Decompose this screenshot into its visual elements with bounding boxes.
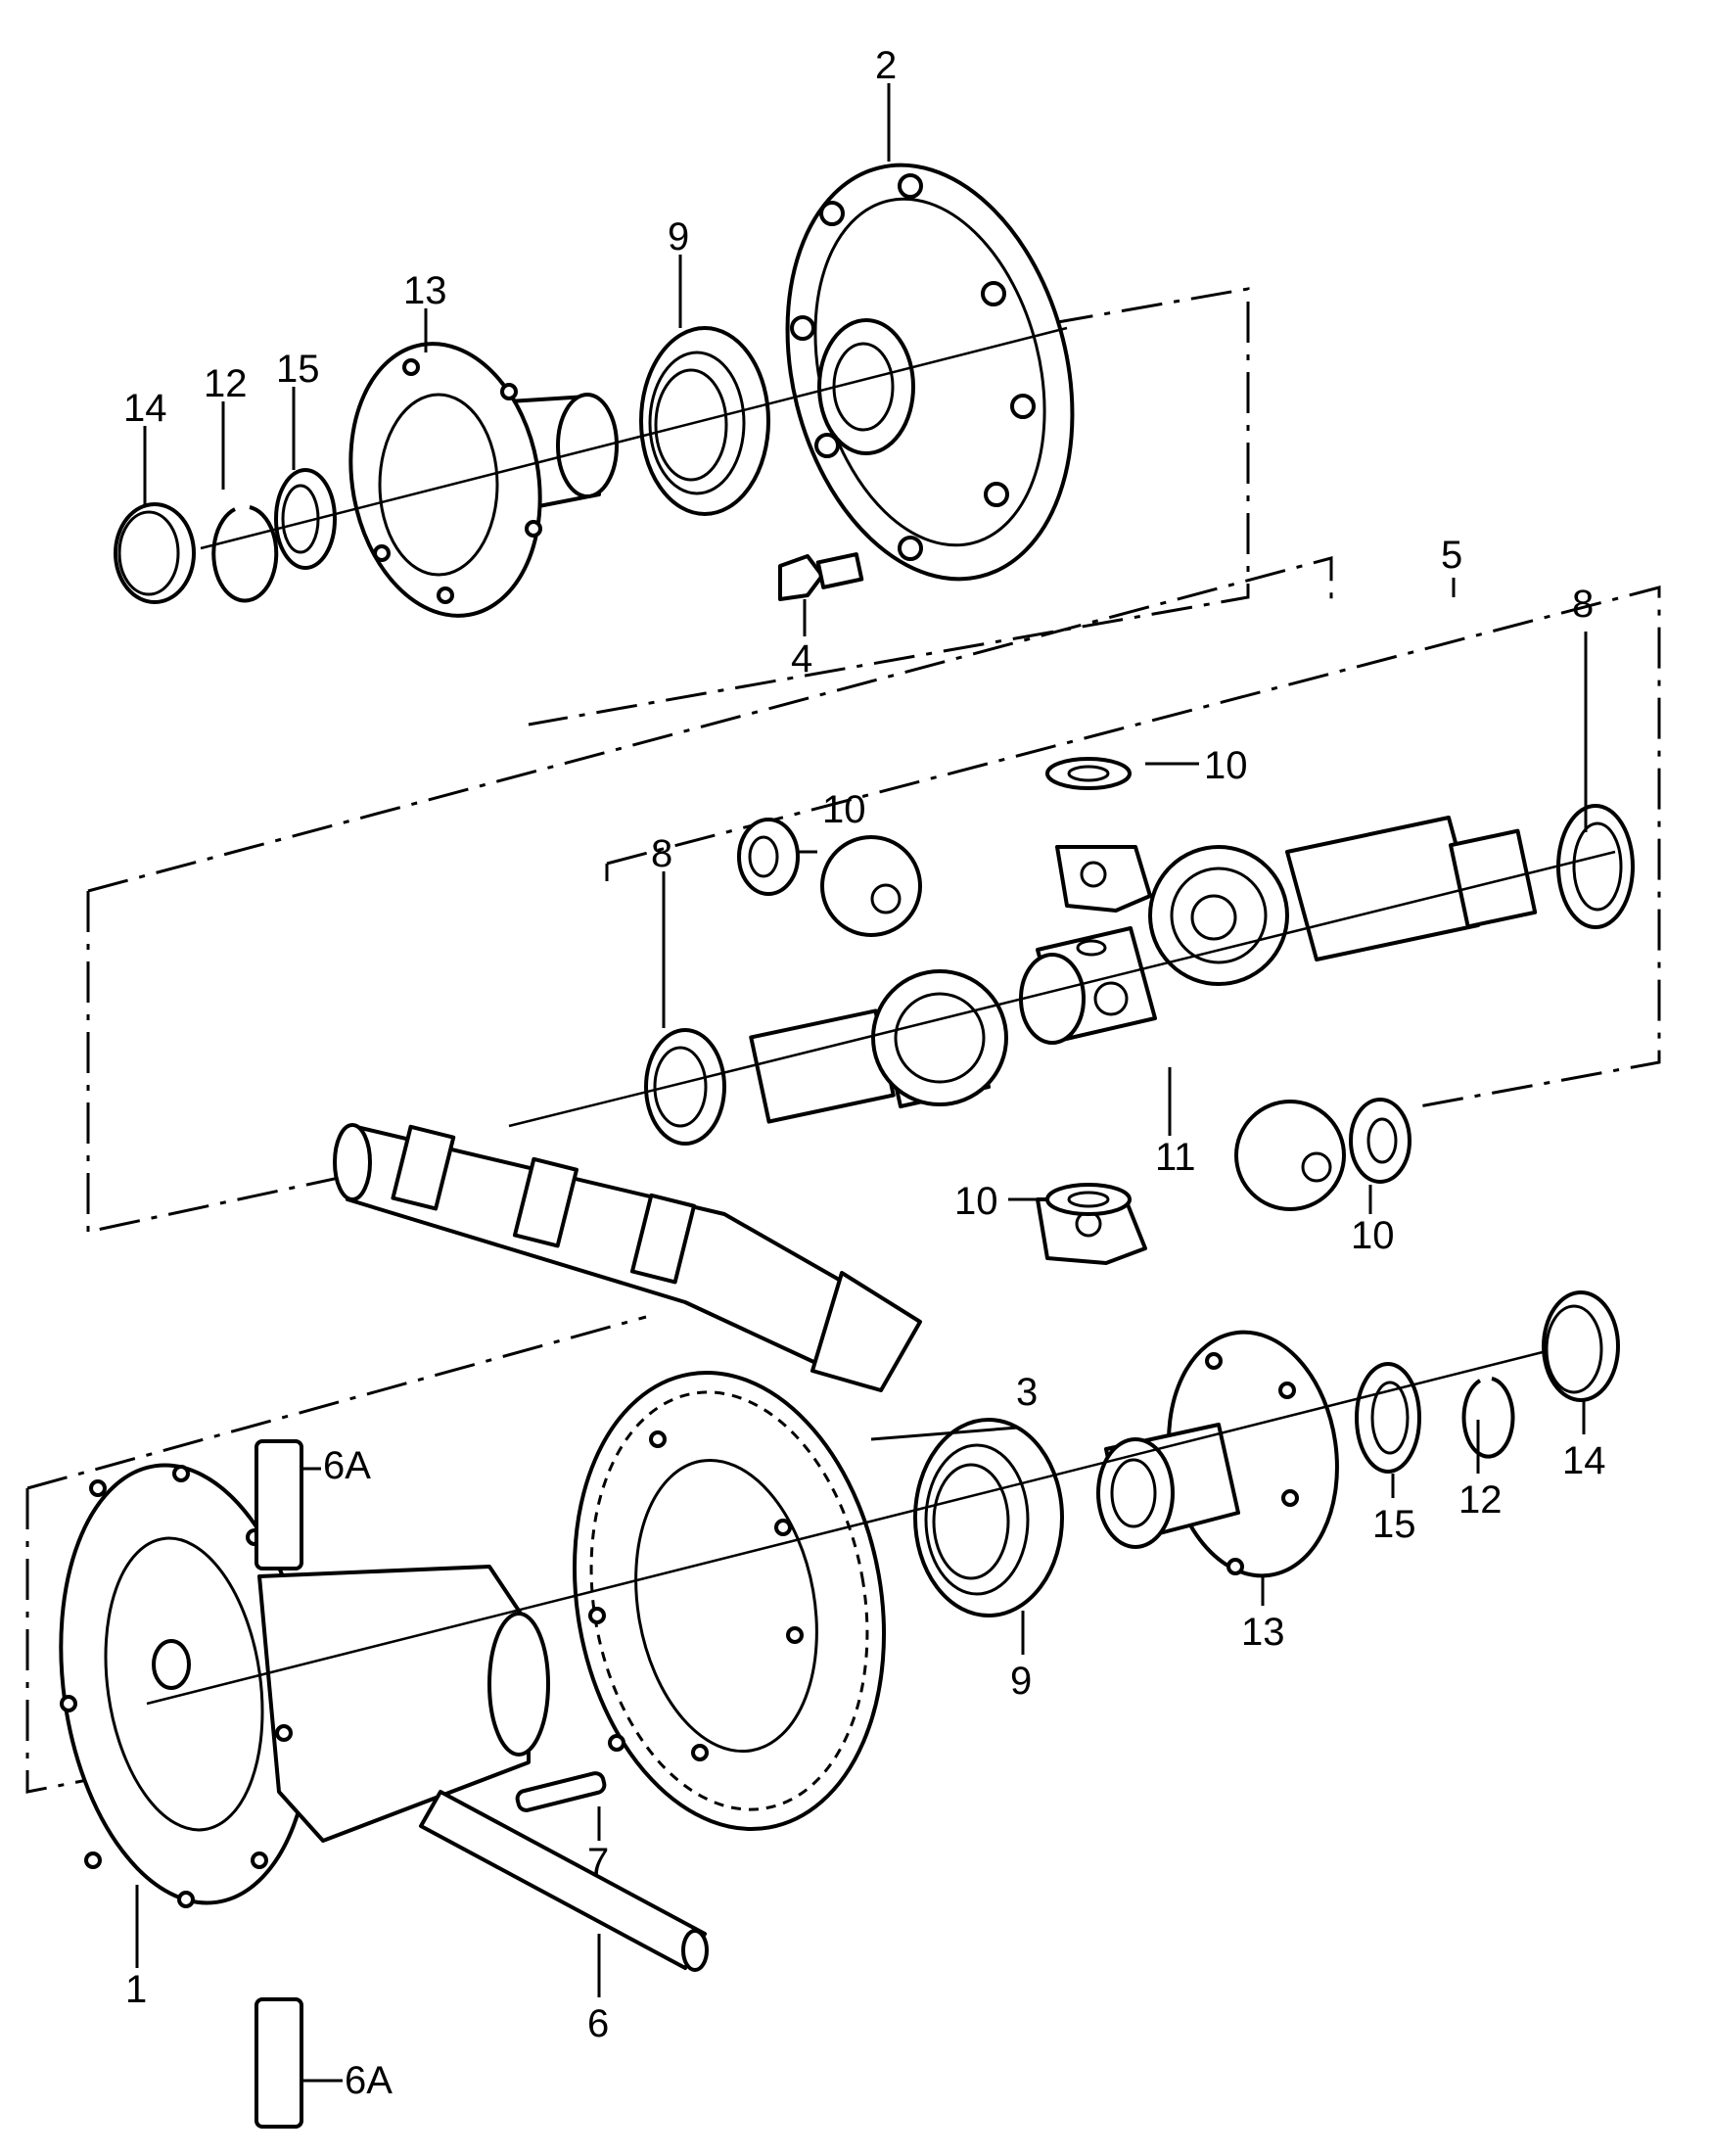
cover-plate-icon [785,163,1075,582]
dowel-pin-icon [515,1771,607,1812]
callout-15-bottom: 15 [1372,1503,1416,1546]
callout-10-d: 10 [1351,1214,1395,1257]
callout-10-c: 10 [954,1180,998,1223]
side-gear-icon-left [871,969,1008,1106]
callout-3: 3 [1016,1371,1038,1414]
callout-5: 5 [1441,534,1462,577]
callout-13-bottom: 13 [1241,1611,1285,1654]
cap-icon-upper [114,502,196,604]
ring-gear-icon [572,1371,887,1831]
callout-15-top: 15 [276,348,320,391]
callout-8-left: 8 [651,832,672,875]
circlip-icon-upper [211,505,279,603]
callout-7: 7 [587,1841,609,1884]
cross-block-icon [1019,926,1157,1045]
callout-6a-top: 6A [323,1444,371,1487]
differential-housing-icon [59,1463,550,1908]
callout-13-top: 13 [403,269,447,312]
callout-14-bottom: 14 [1562,1439,1606,1482]
bearing-icon-lower [913,1418,1064,1617]
callout-10-b: 10 [822,788,866,831]
callout-12-bottom: 12 [1458,1478,1503,1522]
callout-1: 1 [125,1968,147,2011]
callout-6a-bottom: 6A [345,2059,393,2102]
callout-11: 11 [1155,1136,1196,1179]
washer-icon-upper [274,468,337,570]
pinion-gears [820,835,1346,1265]
bolt-icon [778,552,864,601]
side-gear-icon-right [1148,845,1289,986]
thrust-washers [644,757,1635,1216]
roll-pin-icon-bottom [254,1997,303,2129]
washer-icon-lower [1355,1362,1421,1474]
callout-9-bottom: 9 [1010,1660,1032,1703]
callout-14-top: 14 [123,387,167,430]
roll-pin-icon-top [254,1439,303,1570]
callout-12-top: 12 [204,362,248,405]
leader-lines [135,83,1588,2083]
callout-labels: 2 9 13 15 12 14 4 5 8 10 10 8 11 10 10 3… [123,44,1606,2102]
pinion-shaft-icon [333,1123,922,1392]
callout-4: 4 [791,637,812,680]
callout-8-right: 8 [1572,583,1594,626]
callout-10-a: 10 [1204,744,1248,787]
circlip-icon-lower [1461,1377,1515,1459]
callout-6: 6 [587,2002,609,2045]
callout-9-top: 9 [668,215,689,258]
callout-2: 2 [875,44,897,87]
cap-icon-lower [1542,1290,1620,1402]
cross-pin-icon [419,1790,709,1972]
